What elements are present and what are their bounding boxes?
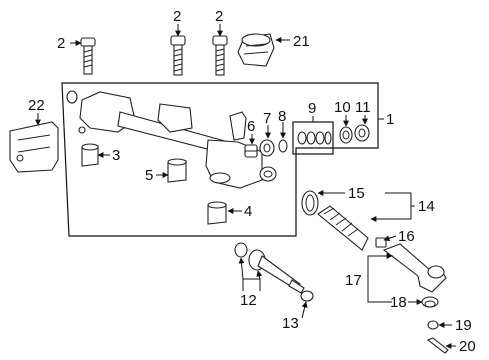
boot-clamp-part-15: [301, 190, 319, 216]
callout-22: 22: [28, 97, 45, 114]
callout-19: 19: [455, 317, 472, 334]
bolt-part-2-left: [80, 37, 96, 75]
outer-tie-rod-end-part-17: [382, 243, 447, 293]
ring-part-12: [234, 242, 248, 258]
ring-part-7: [259, 139, 275, 157]
castle-nut-part-19: [427, 320, 439, 330]
callout-7: 7: [263, 110, 271, 127]
callout-3: 3: [112, 147, 120, 164]
callout-8: 8: [278, 108, 286, 125]
callout-1: 1: [386, 111, 394, 128]
callout-20: 20: [459, 338, 476, 355]
callout-16: 16: [398, 228, 415, 245]
bolt-part-2-right: [212, 35, 228, 76]
callout-10: 10: [334, 99, 351, 116]
cotter-pin-part-20: [426, 337, 449, 354]
bushing-part-3: [81, 143, 99, 167]
bushing-part-5: [167, 158, 187, 183]
callout-11: 11: [355, 99, 371, 116]
callout-18: 18: [390, 294, 407, 311]
callout-2-right: 2: [215, 8, 223, 25]
assembly-outline-box: [61, 82, 379, 237]
dust-boot-part-18: [421, 296, 439, 308]
callout-15: 15: [348, 185, 365, 202]
callout-2-middle: 2: [173, 8, 181, 25]
bolt-part-2-middle: [170, 35, 186, 76]
ring-part-8: [278, 139, 288, 153]
callout-21: 21: [293, 33, 310, 50]
leader-lines: [35, 24, 456, 349]
callout-6: 6: [247, 118, 255, 135]
bushing-part-11: [354, 124, 370, 142]
callout-17: 17: [345, 272, 362, 289]
bushing-part-4: [207, 201, 227, 225]
callout-5: 5: [145, 167, 153, 184]
nut-part-13: [300, 290, 314, 302]
grommet-part-21: [237, 33, 275, 67]
inner-tie-rod-part-12: [248, 249, 305, 294]
seal-kit-part-9: [292, 121, 334, 155]
callout-13: 13: [282, 315, 299, 332]
callout-12: 12: [240, 292, 257, 309]
callout-4: 4: [244, 203, 252, 220]
callout-9: 9: [308, 100, 316, 117]
nut-part-6: [244, 144, 258, 158]
heat-shield-part-22: [9, 121, 59, 173]
ring-part-10: [339, 126, 353, 144]
callout-14: 14: [418, 198, 435, 215]
callout-2-left: 2: [57, 35, 65, 52]
rack-boot-part-14: [317, 205, 369, 251]
